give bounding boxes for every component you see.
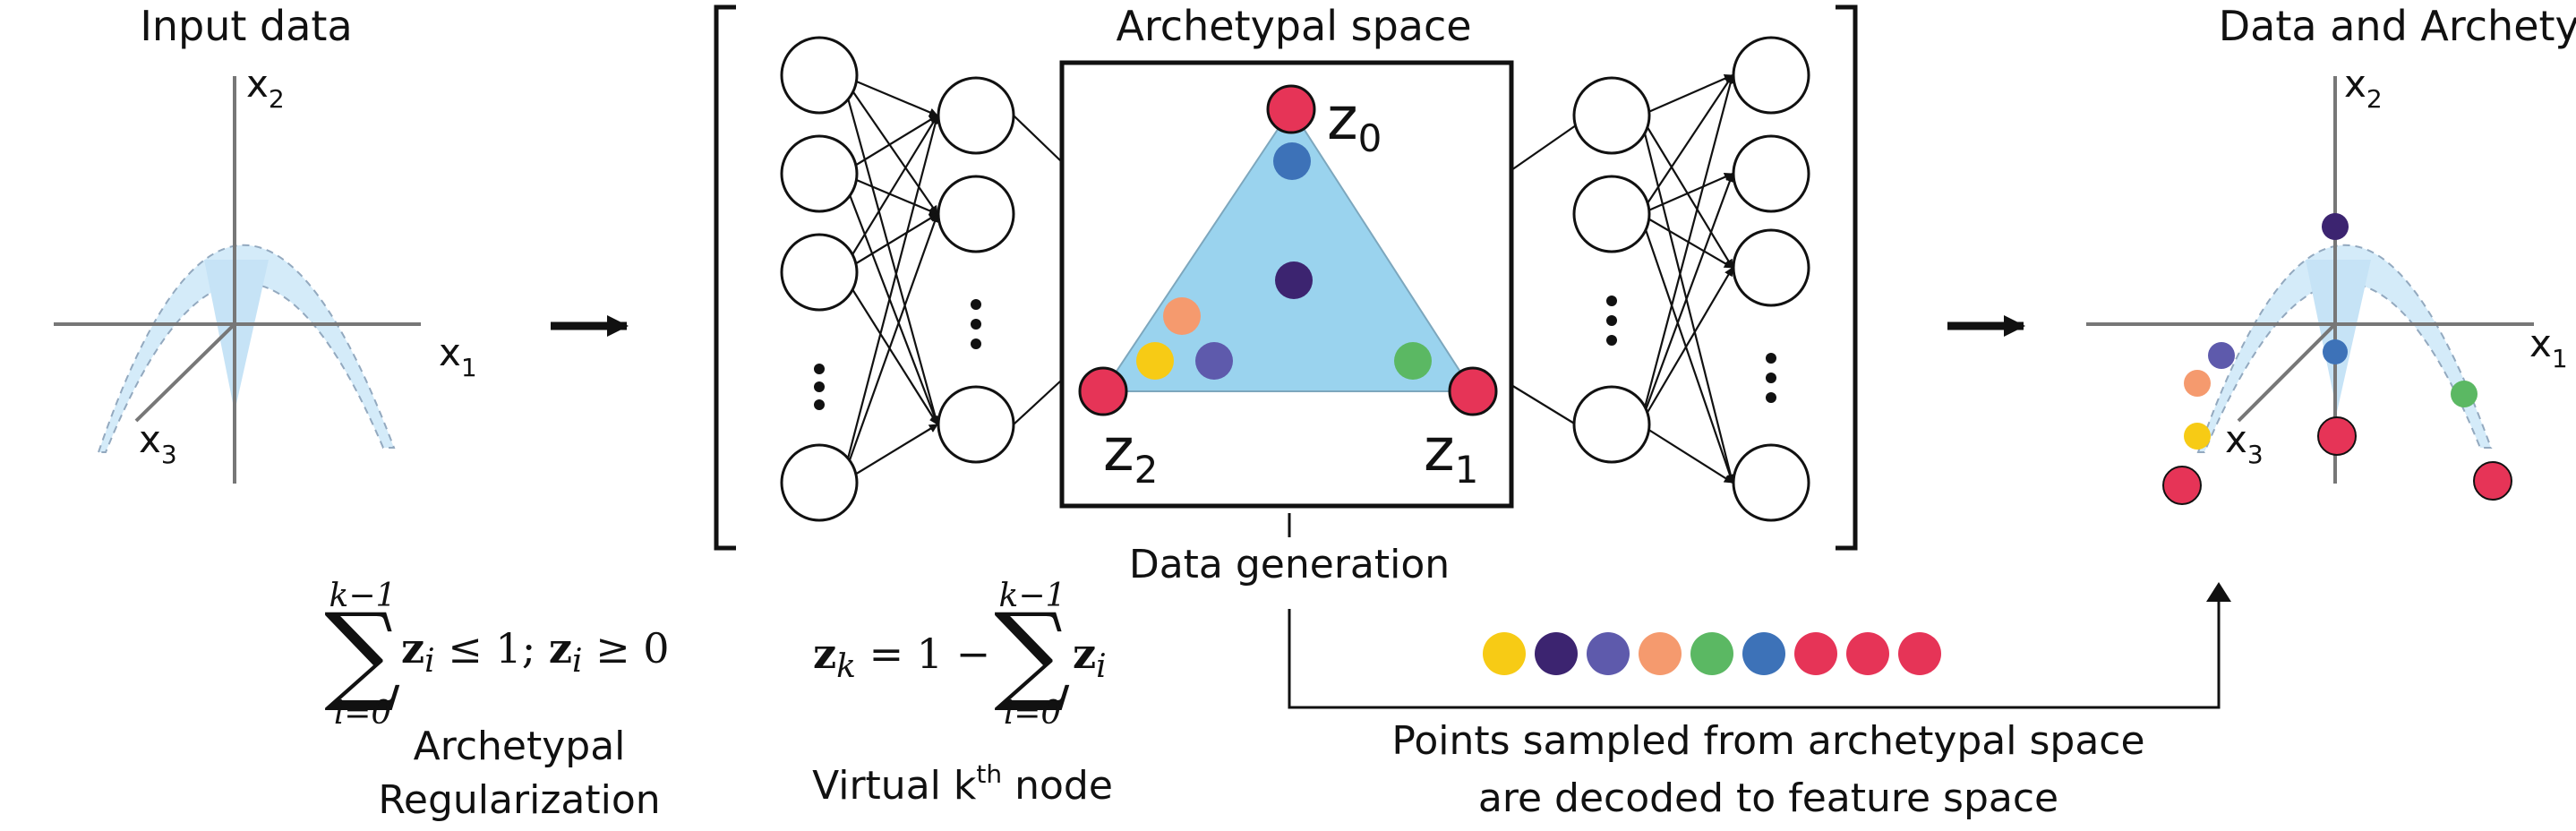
decoded-point-orange: [2184, 370, 2211, 397]
latent-point-dark-purple: [1275, 261, 1313, 299]
manifold-band: [97, 244, 396, 453]
latent-point-orange: [1163, 297, 1201, 335]
encoder-to-latent-edges: [1013, 115, 1062, 425]
regularization-constraint: zi ≤ 1; zi ≥ 0: [401, 624, 670, 680]
regularization-caption-line2: Regularization: [378, 777, 660, 823]
sampled-point-red: [1846, 632, 1889, 675]
sampled-point-dark-purple: [1535, 632, 1578, 675]
x1-axis-label: x1: [2529, 321, 2568, 373]
input-node: [780, 443, 859, 522]
decoder-hidden-layer: [1572, 76, 1651, 464]
data-generation-arrowhead: [2206, 582, 2231, 602]
virtual-node-rhs: zi: [1073, 630, 1107, 685]
data-and-archetypes-panel: Data and Archetypes x2 x1 x3: [2086, 2, 2576, 505]
z1-label: z1: [1424, 416, 1478, 492]
manifold-band: [2196, 244, 2493, 453]
decoder-edges: [1639, 73, 1735, 484]
sum-upper-limit: k−1: [999, 578, 1066, 614]
sampled-point-red: [1794, 632, 1837, 675]
output-node: [1732, 228, 1810, 307]
x1-axis-label: x1: [439, 330, 477, 382]
regularization-equation: k−1 ∑ i=0 zi ≤ 1; zi ≥ 0 Archetypal Regu…: [324, 578, 669, 823]
data-and-archetypes-title: Data and Archetypes: [2219, 2, 2576, 50]
sampled-point-yellow: [1483, 632, 1526, 675]
data-generation-path: [1288, 598, 2221, 709]
right-bracket: [1836, 4, 1858, 551]
latent-point-green: [1394, 342, 1432, 380]
sampled-point-green: [1690, 632, 1733, 675]
ellipsis-dots: [971, 299, 981, 349]
summation-symbol: ∑: [324, 591, 401, 715]
decoded-archetype-point: [2473, 461, 2512, 501]
sampled-point-orange: [1639, 632, 1682, 675]
encoder-hidden-layer: [937, 76, 1015, 464]
decoded-archetype-point: [2317, 416, 2357, 456]
decoded-point-yellow: [2184, 423, 2211, 450]
virtual-node-caption: Virtual kth node: [812, 759, 1113, 809]
x3-axis-label: x3: [2225, 417, 2264, 469]
virtual-node-equation: zk = 1 − k−1 ∑ i=0 zi Virtual kth node: [812, 578, 1113, 809]
hidden-node: [1572, 175, 1651, 253]
sum-upper-limit: k−1: [329, 578, 397, 614]
sampled-point-blue: [1742, 632, 1785, 675]
data-generation-flow: Data generation Points sampled from arch…: [1129, 542, 2231, 821]
latent-to-decoder-edges: [1511, 124, 1577, 425]
latent-point-blue: [1273, 142, 1311, 180]
output-manifold: [2196, 244, 2493, 453]
summation-symbol: ∑: [994, 591, 1071, 715]
data-generation-label: Data generation: [1129, 542, 1450, 587]
latent-point-yellow: [1136, 342, 1174, 380]
manifold-inner-fold: [2306, 260, 2371, 412]
output-layer: [1732, 36, 1810, 522]
input-data-panel: Input data x2 x1 x3: [54, 2, 477, 484]
x3-axis-label: x3: [139, 417, 177, 469]
input-node: [780, 36, 859, 115]
archetype-z1-point: [1448, 366, 1498, 416]
autoencoder-network: Archetypal space z0 z2 z1: [714, 2, 1858, 551]
sum-lower-limit: i=0: [334, 695, 392, 732]
archetypal-space-title: Archetypal space: [1116, 2, 1471, 50]
latent-point-slate-purple: [1195, 342, 1233, 380]
hidden-node: [937, 175, 1015, 253]
decoded-point-green: [2451, 381, 2478, 407]
decoded-point-dark-purple: [2322, 213, 2349, 240]
sampled-point-slate-purple: [1587, 632, 1630, 675]
virtual-node-lhs: zk = 1 −: [813, 630, 990, 685]
output-node: [1732, 134, 1810, 213]
input-layer: [780, 36, 859, 522]
decoded-archetype-point: [2162, 466, 2202, 505]
z2-label: z2: [1103, 416, 1158, 492]
left-bracket: [714, 4, 736, 551]
z0-label: z0: [1327, 84, 1382, 160]
output-node: [1732, 443, 1810, 522]
x2-axis-label: x2: [2344, 62, 2383, 114]
sampled-points-row: [1483, 632, 1941, 675]
x3-axis-line: [134, 322, 236, 423]
data-generation-caption-line1: Points sampled from archetypal space: [1391, 718, 2144, 764]
hidden-node: [1572, 76, 1651, 155]
decoded-point-slate-purple: [2208, 342, 2235, 369]
ellipsis-dots: [1766, 353, 1776, 403]
hidden-node: [1572, 385, 1651, 464]
input-data-title: Input data: [140, 2, 352, 50]
archetype-z2-point: [1078, 366, 1128, 416]
output-node: [1732, 36, 1810, 115]
ellipsis-dots: [814, 364, 825, 410]
sampled-point-red: [1898, 632, 1941, 675]
archetype-z0-point: [1266, 84, 1316, 134]
hidden-node: [937, 76, 1015, 155]
ellipsis-dots: [1606, 296, 1617, 346]
input-node: [780, 233, 859, 312]
decoded-point-blue: [2323, 339, 2348, 364]
hidden-node: [937, 385, 1015, 464]
sum-lower-limit: i=0: [1004, 695, 1062, 732]
data-generation-caption-line2: are decoded to feature space: [1478, 775, 2058, 821]
input-node: [780, 134, 859, 213]
x2-axis-label: x2: [246, 62, 285, 114]
regularization-caption-line1: Archetypal: [414, 724, 626, 769]
x3-axis-line: [2237, 322, 2337, 423]
